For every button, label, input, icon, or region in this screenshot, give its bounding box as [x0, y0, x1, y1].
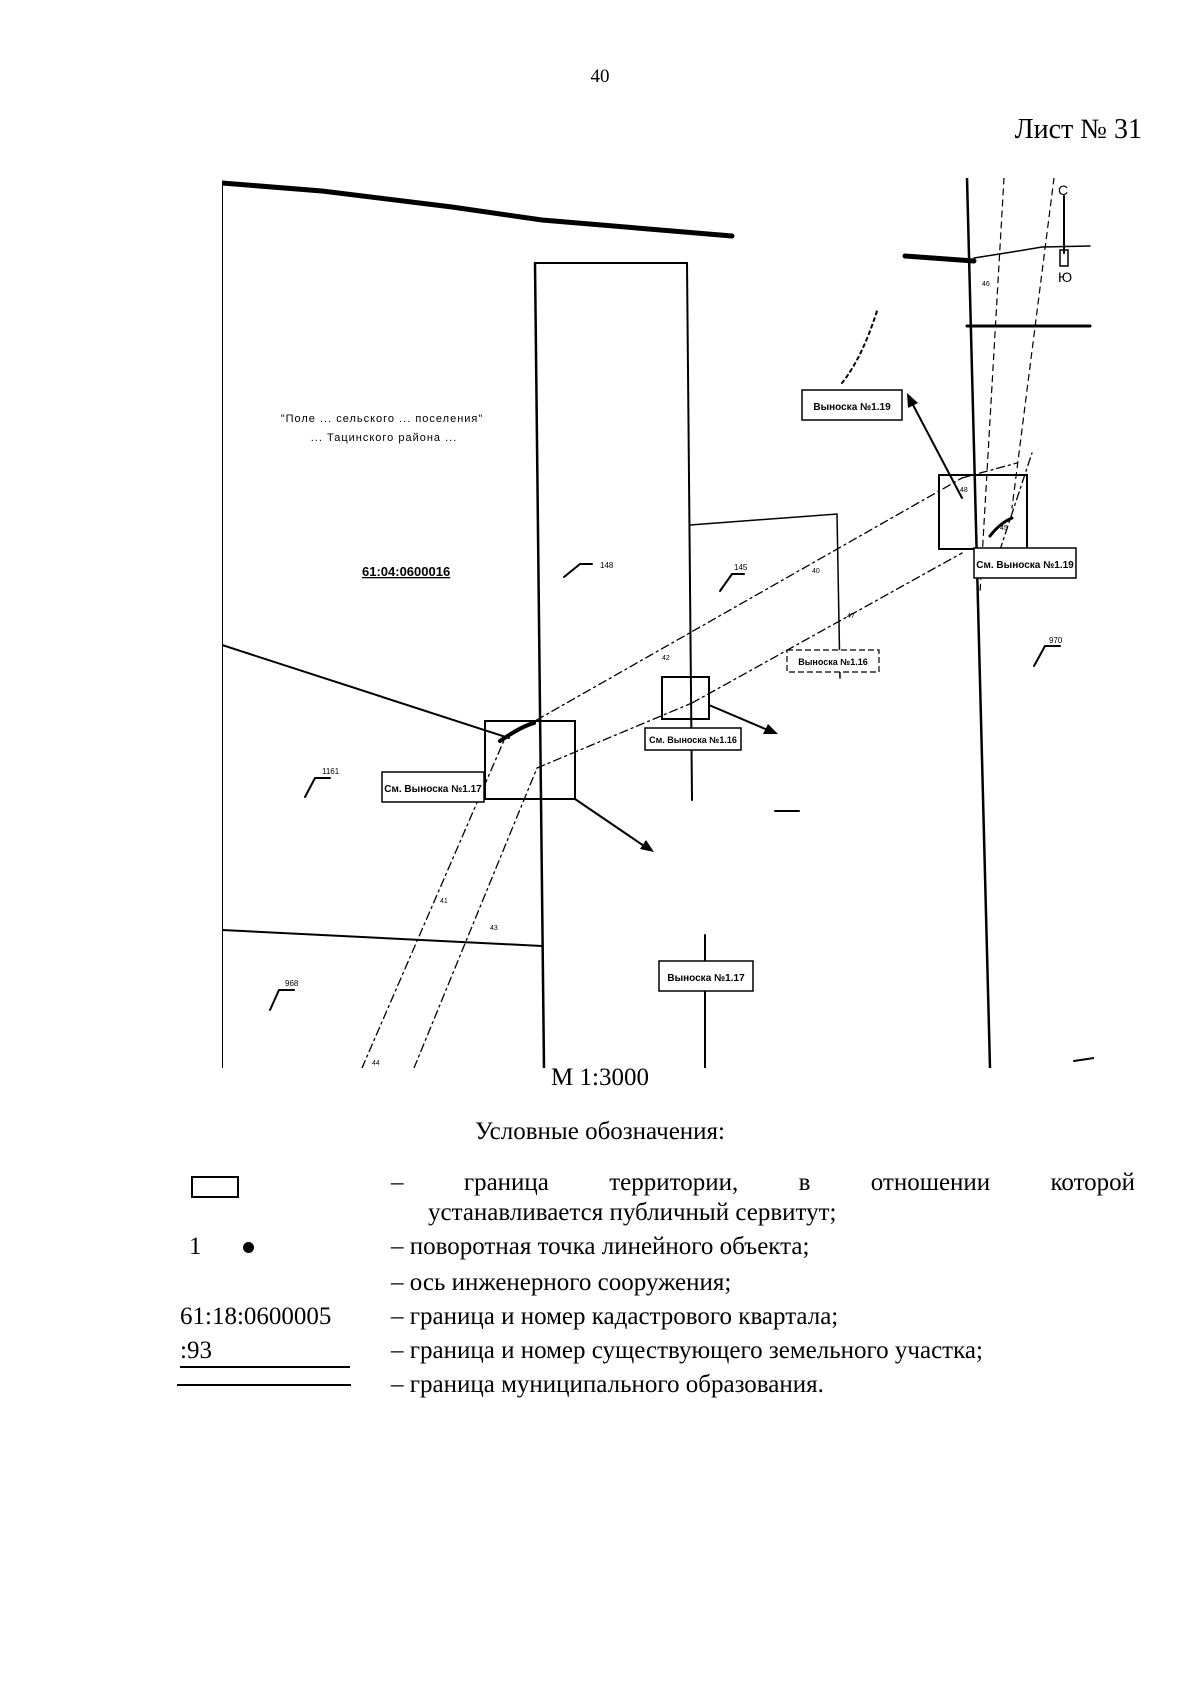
municipal-boundary-symbol — [177, 1384, 351, 1386]
servitude-frame-symbol — [191, 1176, 239, 1198]
point-label: 48 — [960, 487, 968, 494]
cadastral-map: С Ю "Поле ... сельского ... поселения" .… — [222, 178, 1094, 1068]
servitude-frame-16 — [661, 676, 710, 720]
area-caption-1: "Поле ... сельского ... поселения" — [281, 413, 484, 425]
legend-servitude-line1: – граница территории, в отношении которо… — [391, 1169, 1136, 1196]
road-edge-outer — [1011, 178, 1055, 509]
municipal-boundary-ne — [902, 253, 977, 264]
svg-text:Выноска №1.17: Выноска №1.17 — [667, 973, 745, 984]
svg-text:Выноска №1.16: Выноска №1.16 — [798, 657, 868, 667]
legend-axis-text: – ось инженерного сооружения; — [391, 1269, 732, 1296]
callout-see16: См. Выноска №1.16 — [644, 727, 742, 751]
compass-body — [1059, 249, 1069, 267]
servitude-frame-17 — [484, 720, 576, 800]
servitude-frame-19 — [938, 474, 1028, 550]
map-fragment-curve — [498, 721, 536, 743]
road-curb — [973, 245, 1091, 259]
callout-arrows — [574, 402, 963, 1068]
map-fragment-arc — [841, 310, 878, 384]
parcel-boundary-3 — [686, 262, 693, 801]
map-fragment-curve-2 — [988, 516, 1014, 538]
svg-text:См. Выноска №1.19: См. Выноска №1.19 — [976, 560, 1074, 571]
parcel-label: 970 — [1049, 636, 1063, 645]
sheet-label: Лист № 31 — [1014, 114, 1142, 145]
point-label: 43 — [490, 925, 498, 932]
area-caption-2: ... Тацинского района ... — [311, 432, 458, 444]
parcel-boundary-2 — [533, 261, 546, 1068]
legend-municipal-text: – граница муниципального образования. — [391, 1371, 824, 1398]
parcel-boundary-6 — [222, 929, 543, 947]
point-dot-icon — [243, 1242, 254, 1253]
parcel-boundary-5 — [222, 644, 510, 739]
parcel-label: 145 — [734, 563, 748, 572]
quarter-symbol: 61:18:0600005 — [180, 1303, 332, 1330]
map-fragment-line-2 — [1073, 1057, 1094, 1062]
svg-text:См. Выноска №1.17: См. Выноска №1.17 — [384, 784, 482, 795]
callout-v19: Выноска №1.19 — [801, 389, 903, 421]
legend-servitude-line2: устанавливается публичный сервитут; — [428, 1199, 837, 1226]
road-edge-inner — [979, 178, 1005, 594]
page-number: 40 — [590, 66, 610, 87]
legend-point-text: – поворотная точка линейного объекта; — [391, 1233, 810, 1260]
point-label: 47 — [847, 613, 855, 620]
legend-quarter-text: – граница и номер кадастрового квартала; — [391, 1303, 839, 1330]
municipal-boundary — [222, 180, 735, 239]
legend-title: Условные обозначения: — [474, 1118, 726, 1145]
point-label: 46 — [982, 281, 990, 288]
point-label: 40 — [812, 568, 820, 575]
label-leaders — [269, 563, 1061, 1011]
parcel-symbol: :93 — [180, 1336, 350, 1368]
parcel-label: 968 — [285, 979, 299, 988]
point-symbol-number: 1 — [189, 1233, 202, 1260]
quarter-label: 61:04:0600016 — [362, 564, 450, 579]
callout-see19: См. Выноска №1.19 — [973, 547, 1077, 579]
callout-v16: Выноска №1.16 — [786, 649, 880, 673]
parcel-boundary-4 — [689, 513, 841, 679]
callout-v17: Выноска №1.17 — [658, 960, 754, 992]
callout-see17: См. Выноска №1.17 — [381, 771, 485, 803]
compass-south: Ю — [1058, 269, 1072, 285]
point-label: 44 — [372, 1060, 380, 1067]
svg-text:Выноска №1.19: Выноска №1.19 — [813, 402, 891, 413]
parcel-label: 148 — [600, 561, 614, 570]
compass-north: С — [1058, 182, 1068, 198]
legend-parcel-text: – граница и номер существующего земельно… — [391, 1337, 983, 1364]
map-scale: М 1:3000 — [551, 1064, 649, 1091]
arrow-heads — [640, 393, 918, 852]
svg-text:См. Выноска №1.16: См. Выноска №1.16 — [649, 735, 737, 745]
point-label: 45 — [1000, 525, 1008, 532]
point-label: 41 — [440, 898, 448, 905]
point-label: 42 — [662, 655, 670, 662]
parcel-label: 1161 — [322, 767, 340, 776]
road-edge-left — [965, 178, 992, 1068]
